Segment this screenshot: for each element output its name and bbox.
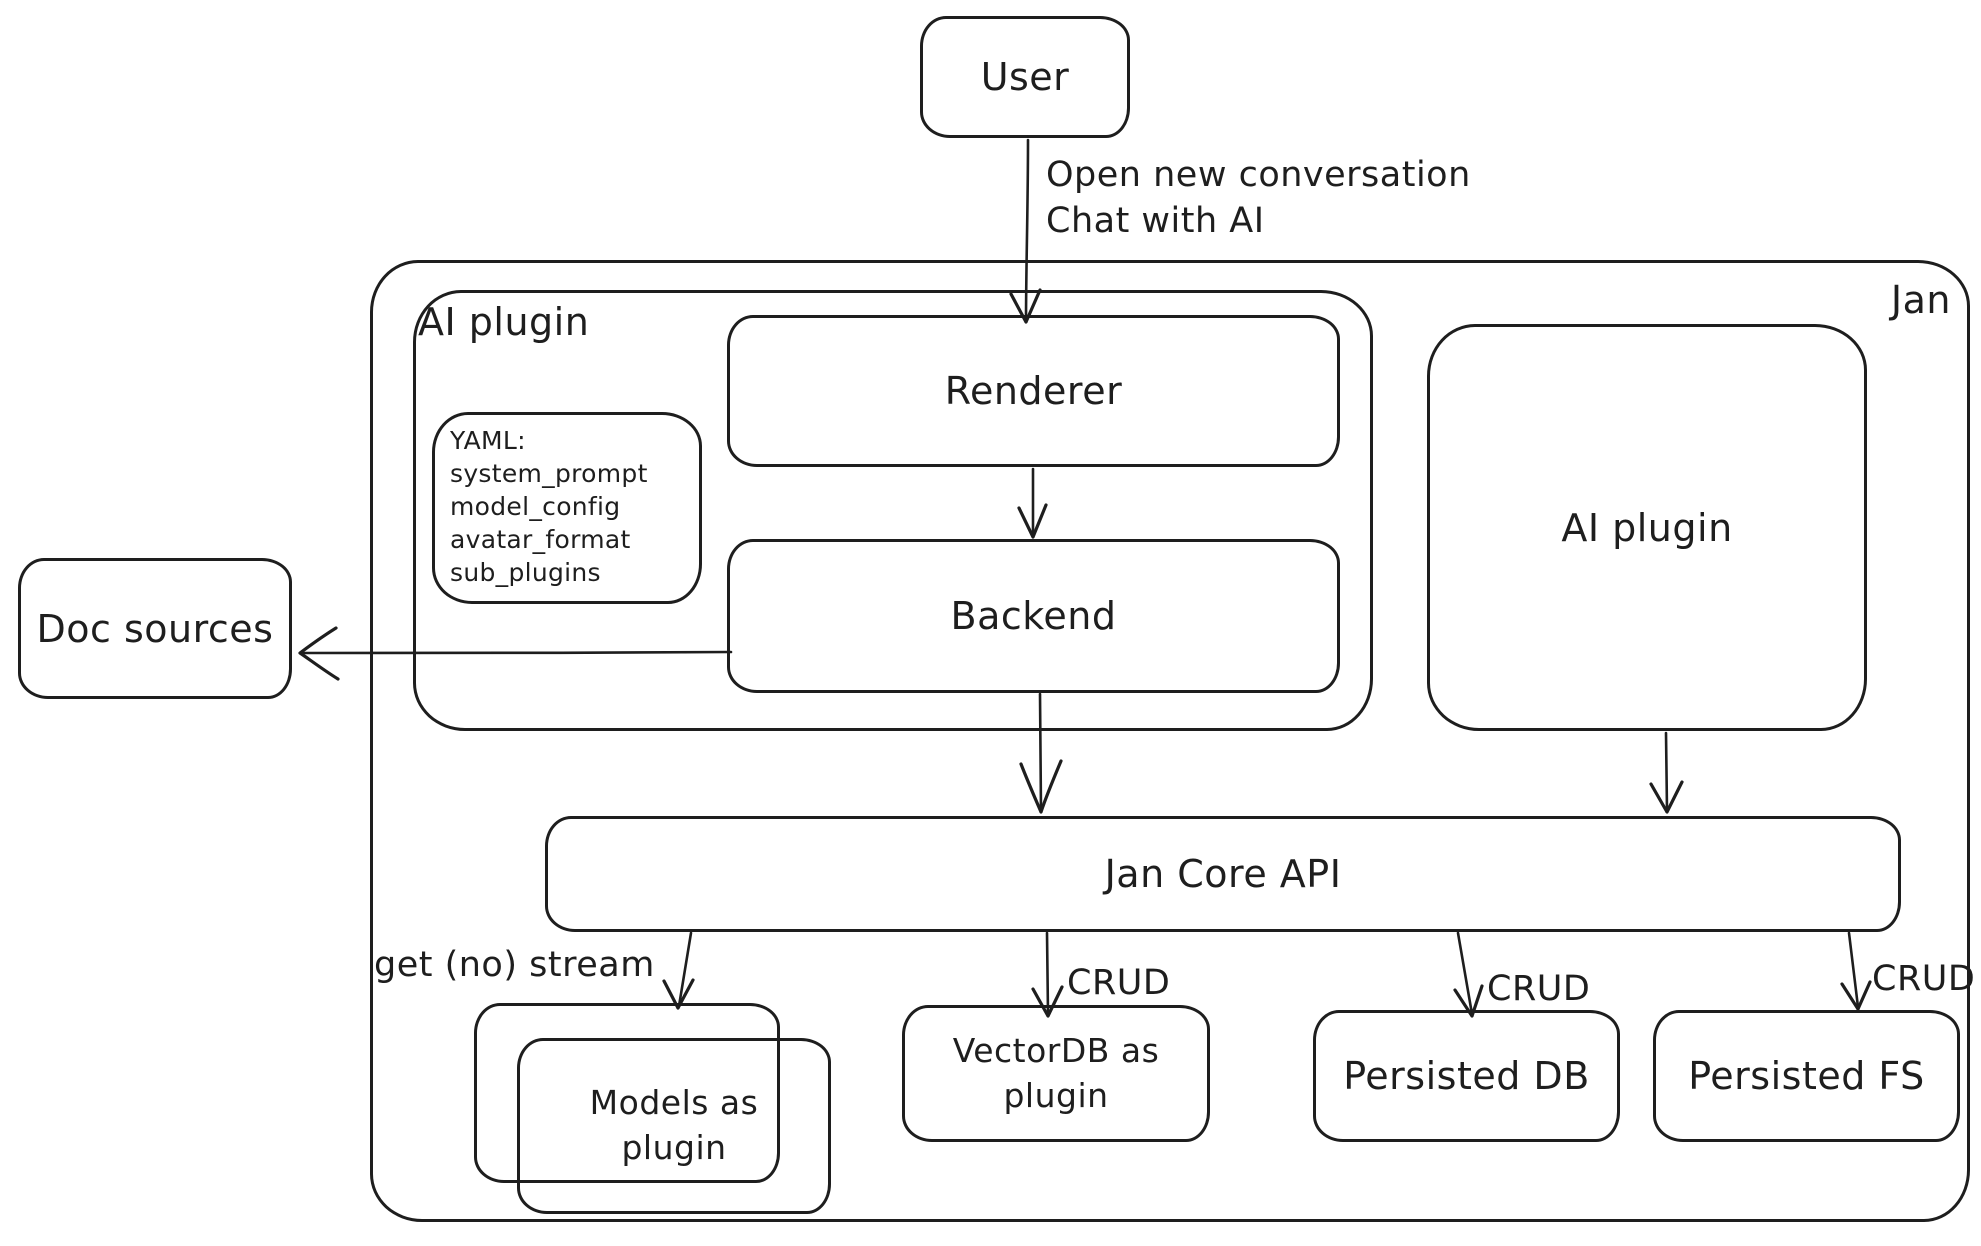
jan-container-node [370, 260, 1970, 1222]
edge-label-get-no-stream: get (no) stream [374, 945, 655, 985]
backend-node: Backend [727, 539, 1340, 693]
yaml-line: system_prompt [450, 459, 648, 488]
edge-label-crud-vectordb: CRUD [1067, 963, 1171, 1003]
jan-core-api-node: Jan Core API [545, 816, 1901, 932]
edge-label-crud-persisted-fs: CRUD [1872, 959, 1976, 999]
ai-plugin-container-node [413, 290, 1373, 731]
renderer-node: Renderer [727, 315, 1340, 467]
models-as-plugin-outer-node [474, 1003, 780, 1183]
yaml-note-node [432, 412, 702, 604]
edge-label-open-conversation: Open new conversation Chat with AI [1046, 152, 1471, 244]
persisted-fs-node: Persisted FS [1653, 1010, 1960, 1142]
edge-label-line: Chat with AI [1046, 201, 1265, 241]
doc-sources-node: Doc sources [18, 558, 292, 699]
yaml-line: YAML: [450, 426, 526, 455]
models-as-plugin-node: Models as plugin [517, 1038, 831, 1214]
yaml-line: model_config [450, 492, 621, 521]
yaml-note-text: YAML: system_prompt model_config avatar_… [432, 412, 720, 589]
edge-label-line: Open new conversation [1046, 155, 1471, 195]
vectordb-as-plugin-node: VectorDB as plugin [902, 1005, 1210, 1142]
yaml-line: avatar_format [450, 525, 631, 554]
user-node: User [920, 16, 1130, 138]
ai-plugin-right-node: AI plugin [1427, 324, 1867, 731]
edge-label-crud-persisted-db: CRUD [1487, 969, 1591, 1009]
yaml-line: sub_plugins [450, 558, 601, 587]
ai-plugin-container-label: AI plugin [418, 300, 590, 344]
persisted-db-node: Persisted DB [1313, 1010, 1620, 1142]
jan-container-label: Jan [1890, 278, 1951, 322]
